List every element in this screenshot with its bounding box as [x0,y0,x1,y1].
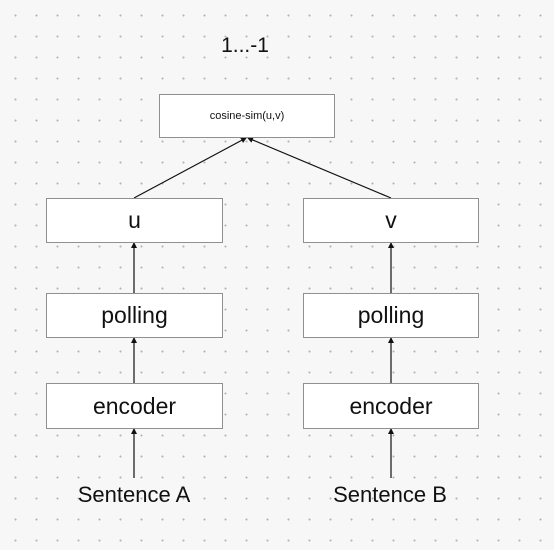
encoder-node-a[interactable]: encoder [46,383,223,429]
similarity-range-label: 1...-1 [221,34,269,57]
sentence-b-label: Sentence B [333,482,447,507]
arrow-v-to-cosine-sim [247,137,392,199]
sentence-a-label: Sentence A [77,482,191,507]
polling-node-a[interactable]: polling [46,293,223,338]
cosine-sim-node[interactable]: cosine-sim(u,v) [159,94,335,138]
encoder-node-b[interactable]: encoder [303,383,479,429]
arrow-u-to-cosine-sim [133,137,247,199]
polling-node-b[interactable]: polling [303,293,479,338]
v-vector-node[interactable]: v [303,198,479,243]
u-vector-node[interactable]: u [46,198,223,243]
